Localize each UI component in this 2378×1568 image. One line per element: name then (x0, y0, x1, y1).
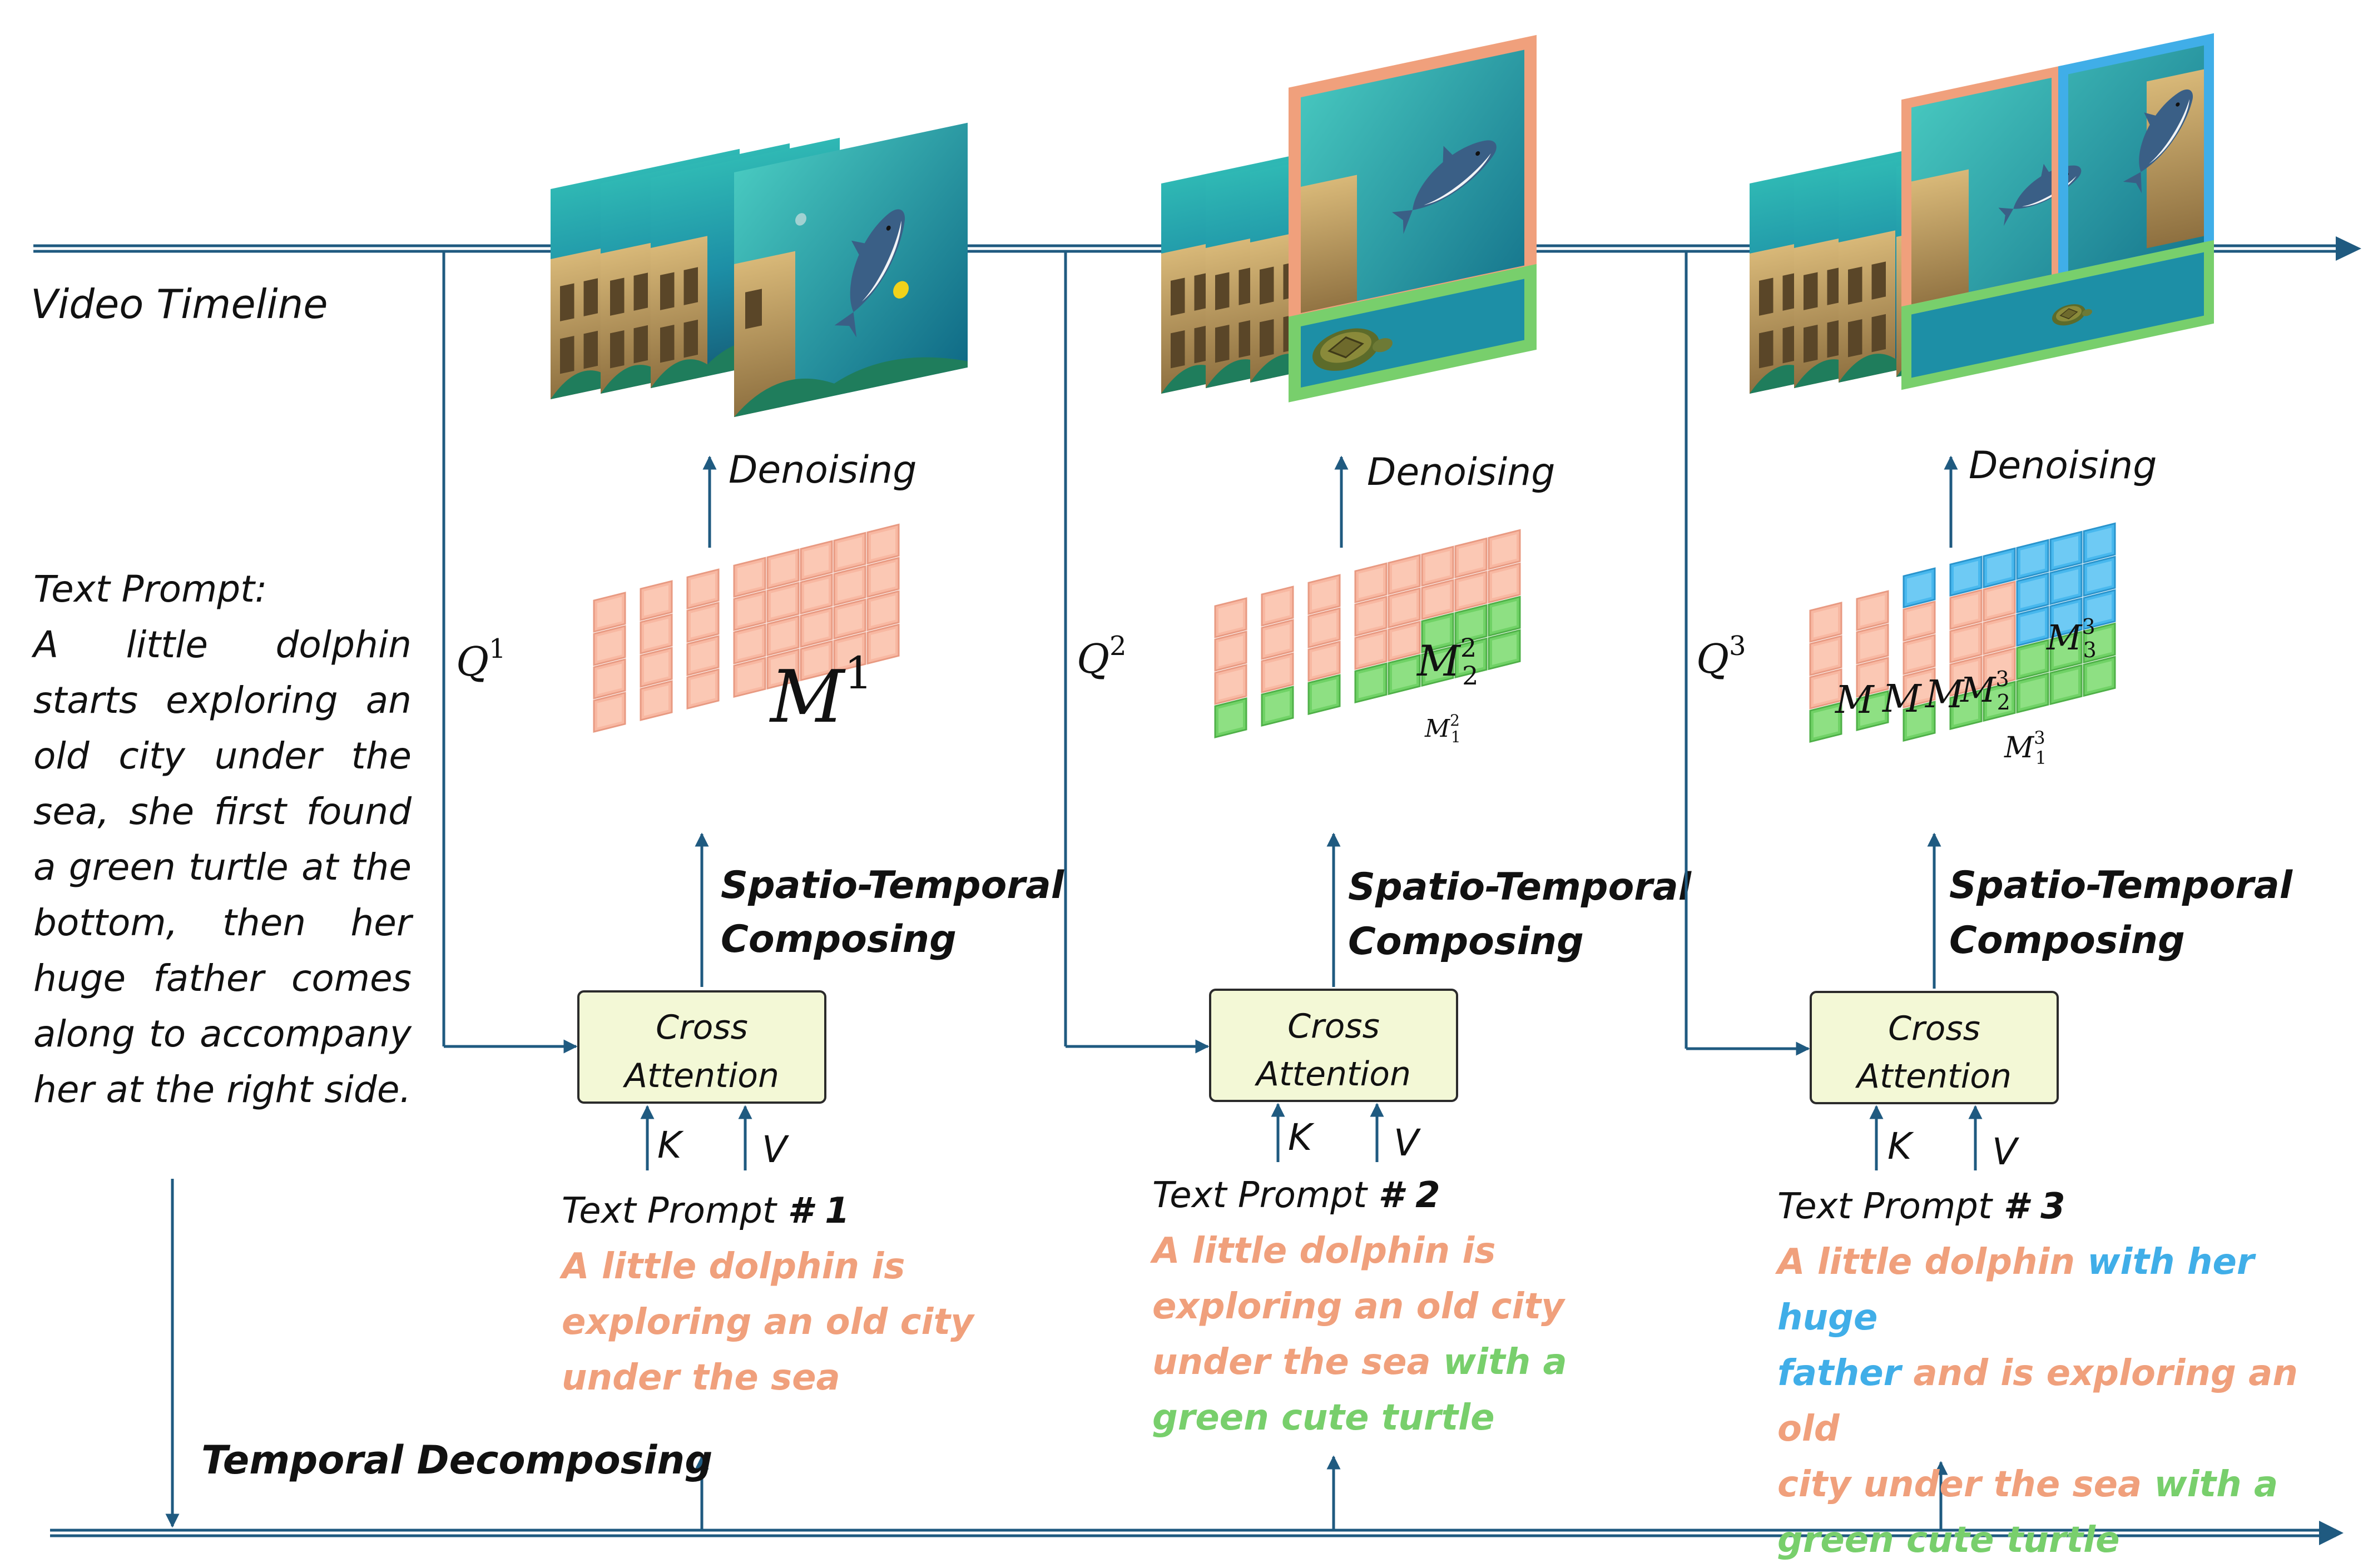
stage-3-prompt-line-3: city under the sea with a (1777, 1464, 2278, 1505)
stage-2-prompt-line-3: under the sea with a (1152, 1342, 1567, 1383)
temporal-decomposing-label: Temporal Decomposing (201, 1437, 712, 1483)
stage-1-composing-label-2: Composing (721, 917, 957, 961)
timeline-label: Video Timeline (31, 281, 328, 328)
stage-3-prompt-line-2: father and is exploring an old (1777, 1353, 2298, 1450)
stage-2-v-label: V (1394, 1122, 1421, 1164)
stage-1: Denoising M1 Spatio-Temporal Composing C… (442, 122, 1065, 1530)
stage-2-cross-label: Cross (1287, 1007, 1380, 1046)
stage-1-frames (551, 122, 968, 418)
stage-3-composing-label-2: Composing (1949, 919, 2185, 962)
story-prompt: Text Prompt: A little dolphin starts exp… (33, 562, 412, 1118)
stage-1-prompt-line-3: under the sea (562, 1357, 840, 1398)
story-body: A little dolphin starts exploring an old… (33, 623, 412, 1111)
stage-1-prompt-line-1: A little dolphin is (562, 1246, 905, 1287)
stage-3-attention-label: Attention (1855, 1057, 2012, 1096)
stage-1-cross-attention-box (577, 990, 826, 1104)
stage-3-composing-label-1: Spatio-Temporal (1949, 864, 2293, 907)
stage-1-attention-label: Attention (622, 1056, 779, 1095)
stage-3-prompt-line-1: A little dolphin with her huge (1777, 1242, 2255, 1338)
stage-3-prompt-title: Text Prompt # 3 (1777, 1186, 2065, 1227)
stage-3-mask-partial-3: M (1924, 673, 1965, 717)
stage-1-prompt: Text Prompt # 1 A little dolphin is expl… (562, 1183, 1029, 1406)
stage-2-k-label: K (1288, 1116, 1315, 1159)
stage-1-prompt-title: Text Prompt # 1 (562, 1190, 850, 1232)
stage-1-v-label: V (762, 1128, 789, 1171)
stage-3-cross-attention-box (1810, 991, 2059, 1104)
story-heading: Text Prompt: (33, 568, 267, 611)
stage-2-frames (1161, 34, 1537, 403)
stage-3-prompt: Text Prompt # 3 A little dolphin with he… (1777, 1179, 2367, 1568)
stage-2-prompt-line-2: exploring an old city (1152, 1286, 1564, 1327)
stage-3-mask-partial-1: M (1834, 678, 1875, 722)
stage-1-composing-label-1: Spatio-Temporal (721, 864, 1065, 907)
stage-1-prompt-line-2: exploring an old city (562, 1302, 974, 1343)
stage-1-cross-label: Cross (656, 1008, 748, 1047)
stage-3-frames (1750, 33, 2214, 394)
stage-2-prompt-line-4: green cute turtle (1152, 1397, 1495, 1438)
stage-3-prompt-line-4: green cute turtle (1777, 1520, 2120, 1561)
stage-3-v-label: V (1992, 1130, 2019, 1173)
stage-2-prompt: Text Prompt # 2 A little dolphin is expl… (1152, 1168, 1653, 1446)
stage-2-composing-label-2: Composing (1348, 920, 1584, 964)
stage-3-k-label: K (1887, 1125, 1914, 1168)
stage-2-attention-label: Attention (1254, 1055, 1411, 1094)
stage-2-denoising-label: Denoising (1367, 450, 1555, 494)
stage-2-cross-attention-box (1209, 989, 1458, 1102)
timeline-bottom-arrowhead (2319, 1521, 2344, 1545)
stage-3-cross-label: Cross (1888, 1009, 1980, 1048)
stage-3-denoising-label: Denoising (1969, 444, 2157, 488)
stage-1-k-label: K (657, 1124, 684, 1167)
stage-3-q-label: Q3 (1696, 631, 1746, 682)
stage-1-mask-label: M1 (769, 647, 873, 739)
stage-1-mask (593, 523, 900, 733)
stage-2-prompt-line-1: A little dolphin is (1152, 1230, 1496, 1272)
stage-3-mask-partial-2: M (1881, 677, 1923, 721)
stage-1-q-label: Q1 (456, 633, 506, 685)
stage-1-denoising-label: Denoising (729, 448, 916, 492)
stage-2-prompt-title: Text Prompt # 2 (1152, 1175, 1440, 1216)
timeline-top-arrowhead (2336, 236, 2361, 261)
stage-2-composing-label-1: Spatio-Temporal (1348, 865, 1692, 909)
stage-2-q-label: Q2 (1077, 631, 1127, 682)
